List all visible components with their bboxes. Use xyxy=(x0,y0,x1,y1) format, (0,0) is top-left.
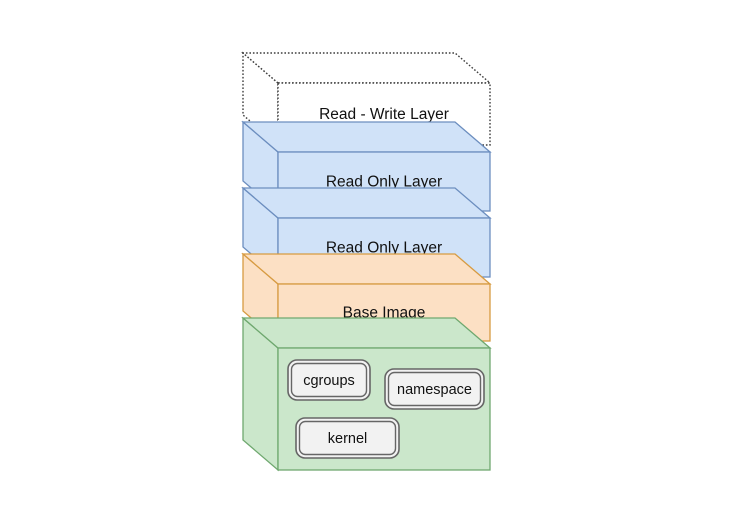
chip-kernel[interactable]: kernel xyxy=(295,417,400,459)
layer-label: Read - Write Layer xyxy=(319,106,449,123)
chip-inner-border xyxy=(290,362,368,398)
layer-label: Read Only Layer xyxy=(326,240,442,257)
layer-top-face xyxy=(241,317,492,349)
chip-label: kernel xyxy=(328,431,368,447)
layer-label: Base Image xyxy=(343,305,426,322)
chip-inner-border xyxy=(298,420,397,456)
layer-top-face xyxy=(241,253,492,285)
chip-inner-border xyxy=(387,371,482,407)
layer-top-face xyxy=(241,52,492,84)
chip-label: namespace xyxy=(397,382,472,398)
chip-namespace[interactable]: namespace xyxy=(384,368,485,410)
layer-label: Read Only Layer xyxy=(326,174,442,191)
layer-top-face xyxy=(241,121,492,153)
chip-cgroups[interactable]: cgroups xyxy=(287,359,371,401)
chip-label: cgroups xyxy=(303,373,355,389)
chips-group: cgroups namespace kernel xyxy=(287,359,485,459)
layer-top-face xyxy=(241,187,492,219)
